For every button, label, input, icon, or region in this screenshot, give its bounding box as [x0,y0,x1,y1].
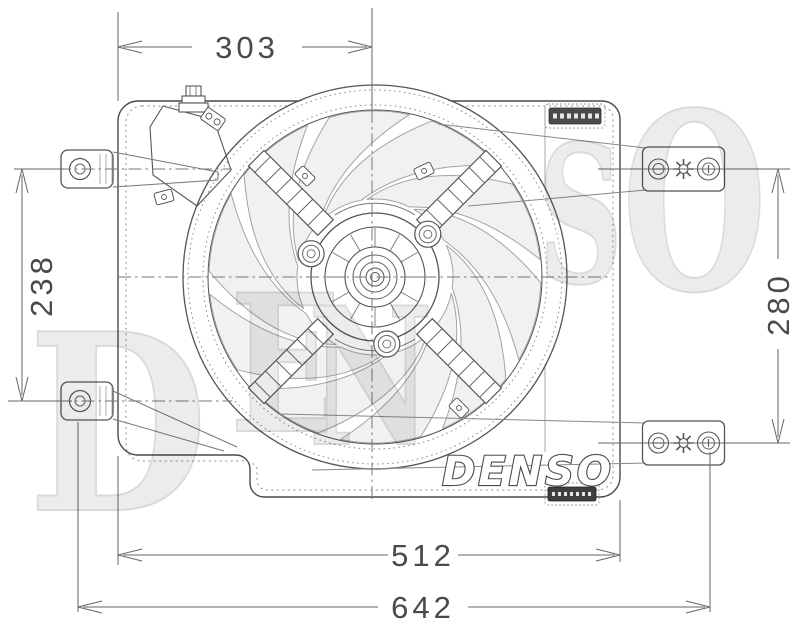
watermark-letter-n: N [308,266,433,489]
shroud-fittings [149,85,471,420]
dimension-lines [8,8,785,614]
watermark-letter-o: O [622,59,767,347]
part-label-top [544,103,606,129]
watermark-letter-d: D [28,280,208,568]
motor-hub [297,202,442,358]
ext-lines-bottom [77,422,711,612]
dim-inner-width: 512 [391,538,455,573]
left-bracket-arms [112,151,238,452]
watermark-letter-e: E [230,253,342,476]
bracket-arms [112,123,647,471]
right-bracket-centerlines [598,168,790,444]
dim-left-height: 238 [24,253,59,317]
hub-bolt-boss [373,330,401,358]
hub-bolt-boss [297,240,325,268]
centerlines [58,110,612,502]
dim-overall-width: 642 [391,590,455,625]
right-bracket-arms [281,123,647,471]
part-label-bottom [544,482,600,506]
dim-right-height: 280 [761,272,796,336]
bleed-bolt [178,85,209,113]
denso-logo: DENSO [442,449,614,495]
shroud-stitch-border [125,105,614,491]
small-fitting [200,107,226,131]
denso-watermark: D E N S O [27,58,768,569]
dim-top-width: 303 [215,30,279,65]
watermark-letter-s: S [538,104,623,327]
hub-bolt-boss [414,220,442,248]
